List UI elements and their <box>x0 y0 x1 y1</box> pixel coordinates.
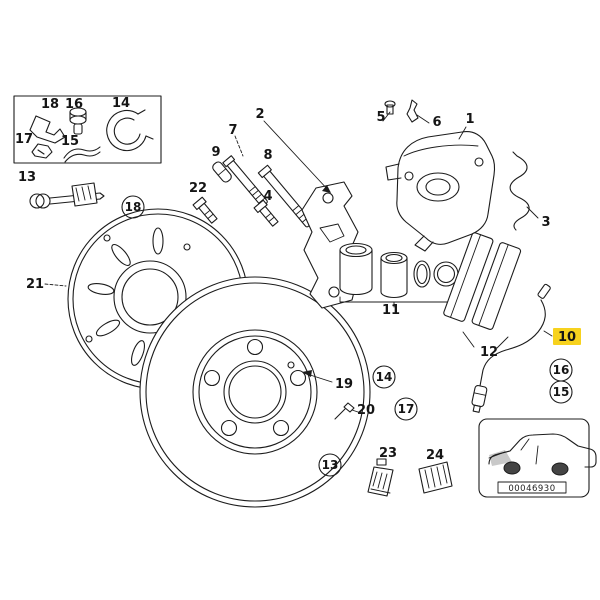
retaining-spring-drawing <box>509 151 530 231</box>
svg-text:16: 16 <box>553 363 570 377</box>
clip-17-part <box>31 143 53 159</box>
brake-pads-drawing <box>443 232 522 349</box>
callout-2[interactable]: 2 <box>255 107 264 122</box>
piston-small <box>380 251 408 299</box>
callout-1[interactable]: 1 <box>465 112 474 127</box>
guide-pin-7-part <box>222 155 268 207</box>
callouts: 18 16 14 17 15 13 18 21 22 9 7 2 8 4 5 6… <box>15 96 581 477</box>
callout-15-circled[interactable]: 15 <box>549 380 573 404</box>
clip-15-part <box>63 146 101 163</box>
vehicle-inset: 00046930 <box>478 418 597 498</box>
callout-3[interactable]: 3 <box>541 215 550 230</box>
callout-6[interactable]: 6 <box>432 115 441 130</box>
callout-box-13[interactable]: 13 <box>18 170 36 185</box>
callout-5[interactable]: 5 <box>376 110 385 125</box>
guide-pin-drawings <box>192 155 355 420</box>
svg-text:17: 17 <box>398 402 415 416</box>
wear-sensor-drawing <box>471 283 551 413</box>
callout-23[interactable]: 23 <box>379 446 397 461</box>
clip-16-part <box>69 107 87 135</box>
shim-24-part <box>418 461 453 494</box>
brake-disc-drawing <box>139 276 371 508</box>
callout-21[interactable]: 21 <box>26 277 44 292</box>
callout-4[interactable]: 4 <box>263 189 272 204</box>
caliper-drawing <box>384 99 496 252</box>
svg-text:18: 18 <box>125 200 142 214</box>
svg-text:10: 10 <box>558 330 576 345</box>
callout-box-14[interactable]: 14 <box>112 96 130 111</box>
set-screw-hole <box>287 361 295 369</box>
bushing-9-part <box>212 161 232 183</box>
callout-box-17[interactable]: 17 <box>15 132 33 147</box>
seal-ring-angled <box>413 260 431 288</box>
callout-18-circled[interactable]: 18 <box>121 195 145 219</box>
bleeder-6-part <box>406 99 419 123</box>
callout-8[interactable]: 8 <box>263 148 272 163</box>
clip-14-part <box>106 109 154 152</box>
bolt-4-part <box>253 199 279 227</box>
grease-tube-23-part <box>367 458 394 497</box>
callout-20[interactable]: 20 <box>357 403 375 418</box>
callout-box-15[interactable]: 15 <box>61 134 79 149</box>
callout-box-16[interactable]: 16 <box>65 97 83 112</box>
callout-22[interactable]: 22 <box>189 181 207 196</box>
callout-19[interactable]: 19 <box>335 377 353 392</box>
callout-box-18[interactable]: 18 <box>41 97 59 112</box>
callout-13-circled[interactable]: 13 <box>318 453 342 477</box>
callout-14-circled[interactable]: 14 <box>372 365 396 389</box>
hardware-box-drawing <box>13 95 162 164</box>
image-code: 00046930 <box>508 484 555 494</box>
callout-16-circled[interactable]: 16 <box>549 358 573 382</box>
piston-seals-drawing <box>339 242 459 308</box>
callout-12[interactable]: 12 <box>480 345 498 360</box>
bolt-22-part <box>192 196 218 224</box>
svg-text:13: 13 <box>322 458 339 472</box>
callout-11[interactable]: 11 <box>382 303 400 318</box>
pin-13-part <box>29 182 105 209</box>
callout-7[interactable]: 7 <box>228 123 237 138</box>
car-illustration <box>488 433 597 476</box>
svg-text:15: 15 <box>553 385 570 399</box>
clip-18-part <box>29 115 66 144</box>
piston-large <box>339 242 373 296</box>
cap-5-part <box>384 100 396 115</box>
image-code-box <box>497 481 567 494</box>
set-screw-20-part <box>334 402 355 420</box>
svg-text:14: 14 <box>376 370 393 384</box>
callout-10-highlight <box>553 328 581 345</box>
callout-9[interactable]: 9 <box>211 145 220 160</box>
callout-24[interactable]: 24 <box>426 448 444 463</box>
callout-10-highlighted[interactable]: 10 <box>553 328 581 345</box>
callout-17-circled[interactable]: 17 <box>394 397 418 421</box>
leader-lines <box>44 111 553 413</box>
group-bracket-11 <box>339 296 453 308</box>
